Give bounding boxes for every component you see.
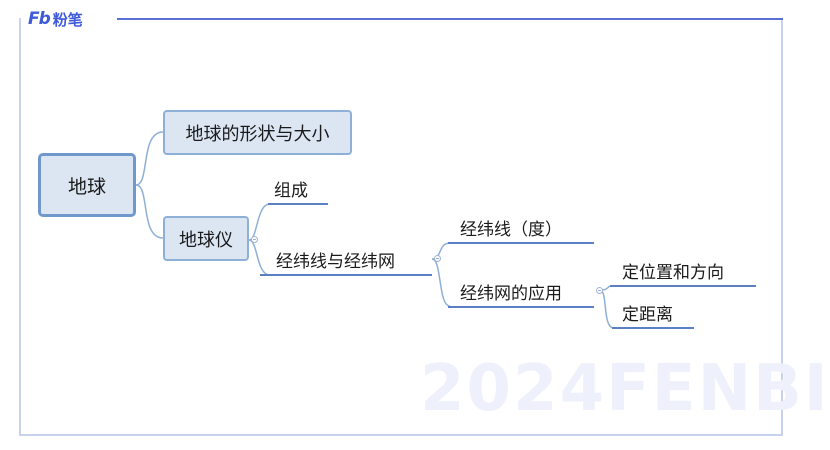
node-distance[interactable]: 定距离	[620, 298, 700, 326]
node-globe[interactable]: 地球仪	[163, 216, 249, 261]
node-distance-label: 定距离	[622, 304, 673, 325]
node-earth-shape[interactable]: 地球的形状与大小	[163, 110, 352, 155]
node-lines-and-grid[interactable]: 经纬线与经纬网	[274, 245, 434, 273]
brand-logo: Fb 粉笔	[28, 8, 87, 30]
node-earth-shape-label: 地球的形状与大小	[185, 123, 330, 145]
connector-globe-composition	[248, 203, 271, 241]
collapse-grid-icon[interactable]	[596, 287, 603, 294]
node-composition[interactable]: 组成	[272, 174, 352, 202]
node-lines-degree-label: 经纬线（度）	[460, 219, 562, 240]
node-composition-label: 组成	[274, 180, 308, 201]
brand-name: 粉笔	[52, 10, 83, 29]
collapse-globe-icon[interactable]	[251, 236, 258, 243]
node-lines-degree[interactable]: 经纬线（度）	[458, 213, 588, 241]
watermark: 2024FENBI	[420, 352, 830, 426]
node-lines-and-grid-label: 经纬线与经纬网	[276, 251, 395, 272]
connector-root-globe	[135, 184, 164, 239]
frame-left-edge	[19, 18, 21, 38]
node-position-direction[interactable]: 定位置和方向	[620, 256, 760, 284]
frame-top-bar	[117, 18, 783, 20]
collapse-lines-icon[interactable]	[434, 255, 441, 262]
content-frame	[19, 18, 783, 436]
connector-lines-grid	[431, 258, 451, 307]
node-root-label: 地球	[67, 175, 106, 198]
connector-globe-lines	[248, 239, 271, 276]
fb-logo-icon: Fb	[28, 9, 51, 29]
connector-lines	[135, 131, 756, 329]
node-globe-label: 地球仪	[179, 229, 233, 251]
connector-grid-distance	[599, 289, 615, 329]
connector-root-shape	[135, 131, 164, 186]
node-root[interactable]: 地球	[38, 153, 136, 217]
node-position-direction-label: 定位置和方向	[622, 262, 724, 283]
node-grid-application[interactable]: 经纬网的应用	[458, 277, 593, 305]
node-grid-application-label: 经纬网的应用	[460, 283, 562, 304]
